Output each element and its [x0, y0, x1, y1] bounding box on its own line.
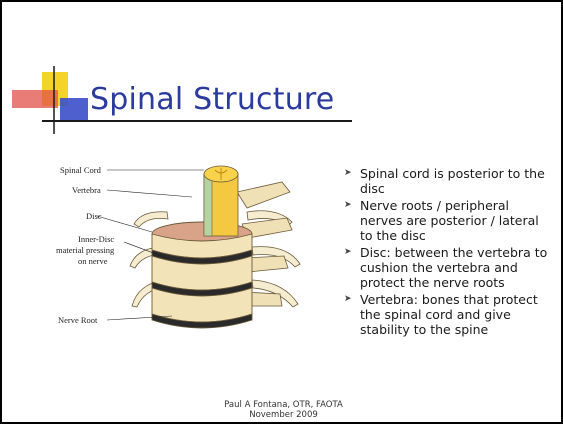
label-disc: Disc	[86, 211, 102, 221]
accent-red-bar	[12, 90, 58, 108]
vertebral-bodies	[152, 222, 252, 328]
slide-title: Spinal Structure	[90, 82, 334, 117]
label-vertebra: Vertebra	[72, 185, 101, 195]
bullet-item: ➤ Nerve roots / peripheral nerves are pos…	[344, 198, 554, 243]
accent-blue-square	[60, 98, 88, 122]
footer-date: November 2009	[2, 410, 563, 420]
spine-illustration: Spinal Cord Vertebra Disc Inner-Disc mat…	[52, 152, 342, 347]
bullet-arrow-icon: ➤	[344, 198, 352, 213]
bullet-arrow-icon: ➤	[344, 245, 352, 260]
bullet-text: Nerve roots / peripheral nerves are post…	[360, 198, 539, 243]
bullet-item: ➤ Disc: between the vertebra to cushion t…	[344, 245, 554, 290]
label-inner-disc-1: Inner-Disc	[78, 234, 114, 244]
bullet-item: ➤ Vertebra: bones that protect the spinal…	[344, 292, 554, 337]
title-underline	[42, 120, 352, 122]
label-inner-disc-3: on nerve	[78, 256, 108, 266]
bullet-arrow-icon: ➤	[344, 166, 352, 181]
bullet-list: ➤ Spinal cord is posterior to the disc ➤ N…	[344, 166, 554, 339]
label-inner-disc-2: material pressing	[56, 245, 115, 255]
label-nerve-root: Nerve Root	[58, 315, 98, 325]
bullet-text: Spinal cord is posterior to the disc	[360, 166, 545, 196]
label-spinal-cord: Spinal Cord	[60, 165, 102, 175]
bullet-arrow-icon: ➤	[344, 292, 352, 307]
bullet-text: Vertebra: bones that protect the spinal …	[360, 292, 538, 337]
bullet-text: Disc: between the vertebra to cushion th…	[360, 245, 547, 290]
footer-author: Paul A Fontana, OTR, FAOTA	[2, 400, 563, 410]
bullet-item: ➤ Spinal cord is posterior to the disc	[344, 166, 554, 196]
spinal-cord	[204, 166, 238, 236]
